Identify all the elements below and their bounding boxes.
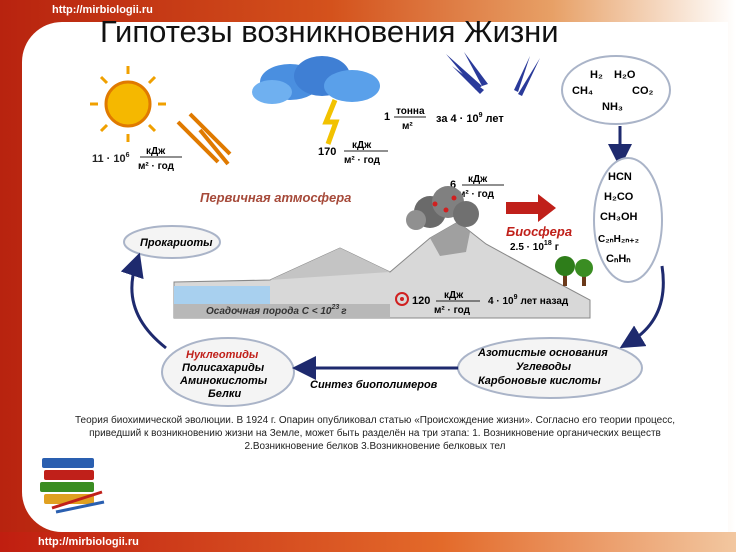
gas-h2: H₂ [590, 69, 603, 81]
landscape-illustration [173, 221, 591, 319]
lightning-icon [322, 99, 340, 145]
storm-energy-unit-bottom: м² · год [344, 155, 381, 166]
arrow-organics-to-monomers [619, 265, 665, 349]
decay-energy-unit-bottom: м² · год [434, 305, 471, 316]
biopolymer-amino-acids: Аминокислоты [179, 375, 268, 387]
site-url-bottom[interactable]: http://mirbiologii.ru [38, 536, 139, 548]
footer-band [0, 532, 736, 552]
biopolymer-polysaccharides: Полисахариды [182, 362, 265, 374]
volcano-energy-value: 6 [450, 179, 456, 191]
biopolymer-nucleotides: Нуклеотиды [186, 349, 259, 361]
organic-ch3oh: CH₃OH [600, 211, 638, 223]
rain-mass-unit-bottom: м² [402, 121, 413, 132]
organic-hcn: HCN [608, 171, 632, 183]
monomer-carbohydrates: Углеводы [516, 361, 572, 373]
origin-of-life-diagram: 11 · 106 кДж м² · год 170 кДж м² · год 1… [90, 52, 671, 407]
biosphere-arrow-icon [506, 194, 556, 222]
sun-icon [90, 66, 166, 142]
storm-energy-unit-top: кДж [352, 140, 372, 151]
sun-energy-unit-bottom: м² · год [138, 161, 175, 172]
volcano-energy-unit-top: кДж [468, 174, 488, 185]
synthesis-label: Синтез биополимеров [310, 379, 438, 391]
monomer-carboxylic-acids: Карбоновые кислоты [478, 375, 601, 387]
biopolymer-proteins: Белки [208, 388, 241, 400]
books-icon [40, 458, 105, 514]
monomers-oval: Азотистые основания Углеводы Карбоновые … [457, 337, 643, 399]
decay-energy-unit-top: кДж [444, 290, 464, 301]
primary-atmosphere-label: Первичная атмосфера [200, 190, 351, 205]
organic-cnhn: CₙHₙ [606, 253, 631, 265]
organic-alkane: C₂ₙH₂ₙ₊₂ [598, 234, 639, 245]
gas-ch4: CH₄ [572, 85, 593, 97]
meteor-streaks-icon [446, 52, 540, 96]
biopolymers-oval: Нуклеотиды Полисахариды Аминокислоты Бел… [161, 337, 295, 407]
caption-text: Теория биохимической эволюции. В 1924 г.… [75, 415, 675, 452]
gas-nh3: NH₃ [602, 101, 623, 113]
volcano-smoke-icon [406, 186, 479, 230]
prokaryotes-label: Прокариоты [140, 237, 213, 249]
slide-title: Гипотезы возникновения Жизни [100, 14, 559, 49]
biosphere-label: Биосфера [506, 224, 572, 239]
organics-oval: HCN H₂CO CH₃OH C₂ₙH₂ₙ₊₂ CₙHₙ [593, 157, 663, 283]
decay-energy-value: 120 [412, 295, 430, 307]
gas-co2: CO₂ [632, 85, 654, 97]
gas-h2o: H₂O [614, 69, 636, 81]
storm-cloud-icon [252, 56, 380, 104]
monomer-nitrogen-bases: Азотистые основания [477, 347, 608, 359]
decay-symbol-icon [395, 292, 409, 306]
storm-energy-value: 170 [318, 146, 336, 158]
volcano-energy-unit-bottom: м² · год [458, 189, 495, 200]
prokaryotes-oval: Прокариоты [123, 225, 221, 259]
trees-icon [555, 256, 593, 286]
gases-circle: H₂ H₂O CH₄ CO₂ NH₃ [561, 55, 671, 125]
arrow-biopolymers-to-prokaryotes [120, 252, 167, 350]
rain-mass-value: 1 [384, 111, 390, 123]
sun-energy-unit-top: кДж [146, 146, 166, 157]
organic-h2co: H₂CO [604, 191, 634, 203]
sun-rays-icon [176, 112, 232, 166]
site-url-top[interactable]: http://mirbiologii.ru [52, 4, 153, 16]
sun-energy-value: 11 · 106 [92, 152, 130, 165]
rain-mass-unit-top: тонна [396, 106, 425, 117]
